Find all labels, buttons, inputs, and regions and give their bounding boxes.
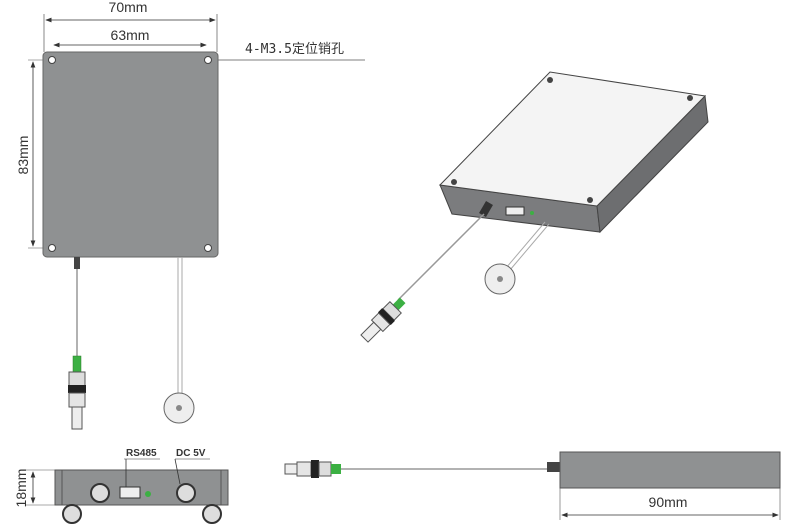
height-label: 83mm xyxy=(15,136,31,175)
mounting-hole xyxy=(204,56,212,64)
front-view: 70mm 63mm 4-M3.5定位销孔 83mm xyxy=(15,0,365,430)
hole-callout-label: 4-M3.5定位销孔 xyxy=(245,42,344,57)
fiber-connector xyxy=(68,355,86,430)
fiber-cable-3d xyxy=(397,213,485,301)
top-face xyxy=(438,71,707,207)
fiber-connector-side xyxy=(284,460,341,478)
dc-5v-label: DC 5V xyxy=(176,448,206,459)
width-holes-label: 63mm xyxy=(111,27,150,43)
side-view: 18mm RS485 DC 5V xyxy=(13,448,229,524)
mounting-hole xyxy=(48,244,56,252)
dc-power-jack xyxy=(176,483,196,503)
isometric-view xyxy=(360,71,709,343)
probe-center xyxy=(176,405,182,411)
device-plate xyxy=(42,51,219,258)
length-view: 90mm xyxy=(284,451,781,520)
rs485-connector xyxy=(119,486,141,499)
side-height-label: 18mm xyxy=(13,469,29,508)
mounting-hole xyxy=(204,244,212,252)
side-body-long xyxy=(559,451,781,489)
fiber-connector-3d xyxy=(360,297,406,343)
rs485-port xyxy=(505,206,525,216)
fiber-boot xyxy=(74,257,80,269)
mounting-hole xyxy=(48,56,56,64)
side-body xyxy=(54,469,229,506)
length-label: 90mm xyxy=(649,494,688,510)
width-outer-label: 70mm xyxy=(109,0,148,15)
rs485-label: RS485 xyxy=(126,448,157,459)
